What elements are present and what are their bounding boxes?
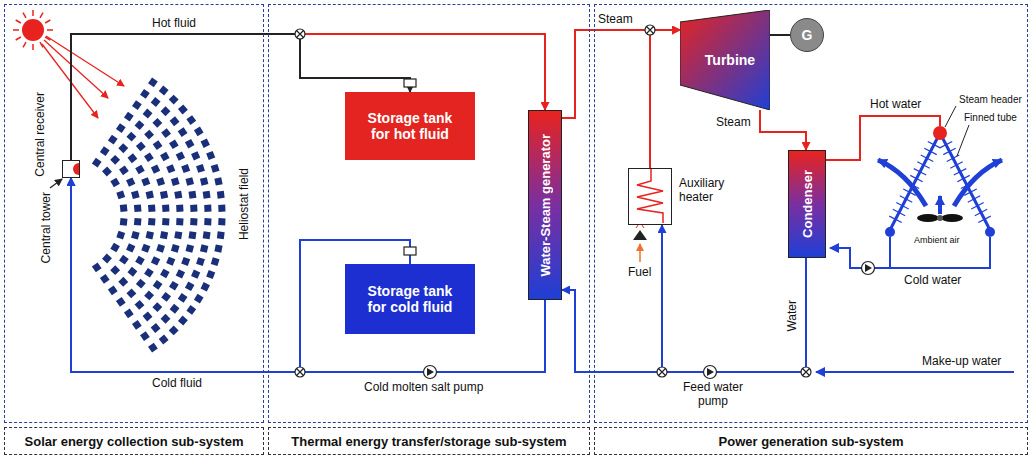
turbine: Turbine [680, 10, 770, 110]
label-box: Central tower [38, 192, 56, 267]
label-box: Heliostat field [236, 168, 254, 244]
flow-line [562, 258, 806, 372]
label-box: Hot water [868, 98, 923, 112]
part-label: Heliostat field [238, 168, 252, 240]
label-box: Fuel [626, 266, 653, 280]
edge-label-box: Steam [714, 116, 753, 130]
flow-line [662, 225, 806, 372]
edge-label-box: Cold fluid [150, 377, 204, 391]
flow-label: Steam [598, 12, 633, 26]
node-label: Water-Steam generator [538, 134, 553, 277]
label-box: Cold molten salt pump [362, 381, 485, 395]
part-label: Cold water [904, 273, 961, 287]
node-label: Storage tank for hot fluid [358, 110, 462, 142]
label-box: Make-up water [920, 355, 1003, 369]
node-label: Condenser [800, 170, 815, 238]
leader-line [50, 179, 62, 188]
auxiliary-heater: Auxiliary heater [628, 168, 672, 225]
heliostat-field [92, 77, 226, 352]
subsystem-caption: Power generation sub-system [719, 434, 904, 449]
flow-label: Water [786, 300, 800, 332]
label-box: Ambient air [912, 235, 962, 245]
flow-line [71, 34, 545, 160]
flow-line [770, 34, 790, 36]
storage-tank: Storage tank for cold fluid [345, 264, 475, 334]
storage-tank: Storage tank for hot fluid [345, 92, 475, 160]
part-label: Feed water pump [683, 380, 743, 408]
edge-label-box: Water [784, 300, 802, 335]
flow-line [760, 110, 806, 150]
node-label: Auxiliary heater [679, 177, 745, 205]
flow-label: Hot fluid [152, 16, 196, 30]
part-label: Cold molten salt pump [364, 380, 483, 394]
sun-rays [42, 36, 124, 118]
central-receiver: Central receiver [62, 160, 80, 178]
generator-circle: G [790, 18, 824, 52]
label-box: Steam header [957, 94, 1024, 106]
part-label: Fuel [628, 265, 651, 279]
edge-label-box: Steam [596, 13, 635, 27]
part-label: Hot water [870, 97, 921, 111]
sun [13, 10, 53, 50]
heat-exchanger: Water-Steam generator [528, 110, 562, 300]
node-label: Central receiver [33, 92, 47, 177]
air-cooled-condenser [826, 106, 1002, 268]
part-label: Steam header [959, 94, 1022, 105]
node-label: G [802, 27, 813, 43]
make-up-water-line [816, 371, 1014, 373]
part-label: Central tower [40, 192, 54, 263]
part-label: Make-up water [922, 354, 1001, 368]
panel-caption-box: Thermal energy transfer/storage sub-syst… [268, 427, 590, 455]
flow-line [71, 178, 545, 372]
node-label: Turbine [705, 52, 755, 68]
flow-label: Cold fluid [152, 376, 202, 390]
part-label: Ambient air [914, 235, 960, 245]
fuel-burner [633, 222, 647, 262]
edge-label-box: Hot fluid [150, 17, 198, 31]
subsystem-caption: Thermal energy transfer/storage sub-syst… [291, 434, 566, 449]
label-box: Cold water [902, 274, 963, 288]
label-box: Feed water pump [672, 381, 754, 409]
panel-caption-box: Solar energy collection sub-system [4, 427, 264, 455]
condenser: Condenser [788, 150, 826, 258]
flow-label: Steam [716, 115, 751, 129]
flow-line [562, 30, 680, 118]
flow-line [650, 30, 680, 168]
part-label: Finned tube [964, 112, 1017, 123]
panel-caption-box: Power generation sub-system [594, 427, 1028, 455]
subsystem-panel: Power generation sub-system Turbine G Auxil… [594, 4, 1028, 455]
node-label: Storage tank for cold fluid [358, 283, 462, 315]
label-box: Finned tube [962, 112, 1019, 124]
subsystem-caption: Solar energy collection sub-system [25, 434, 244, 449]
